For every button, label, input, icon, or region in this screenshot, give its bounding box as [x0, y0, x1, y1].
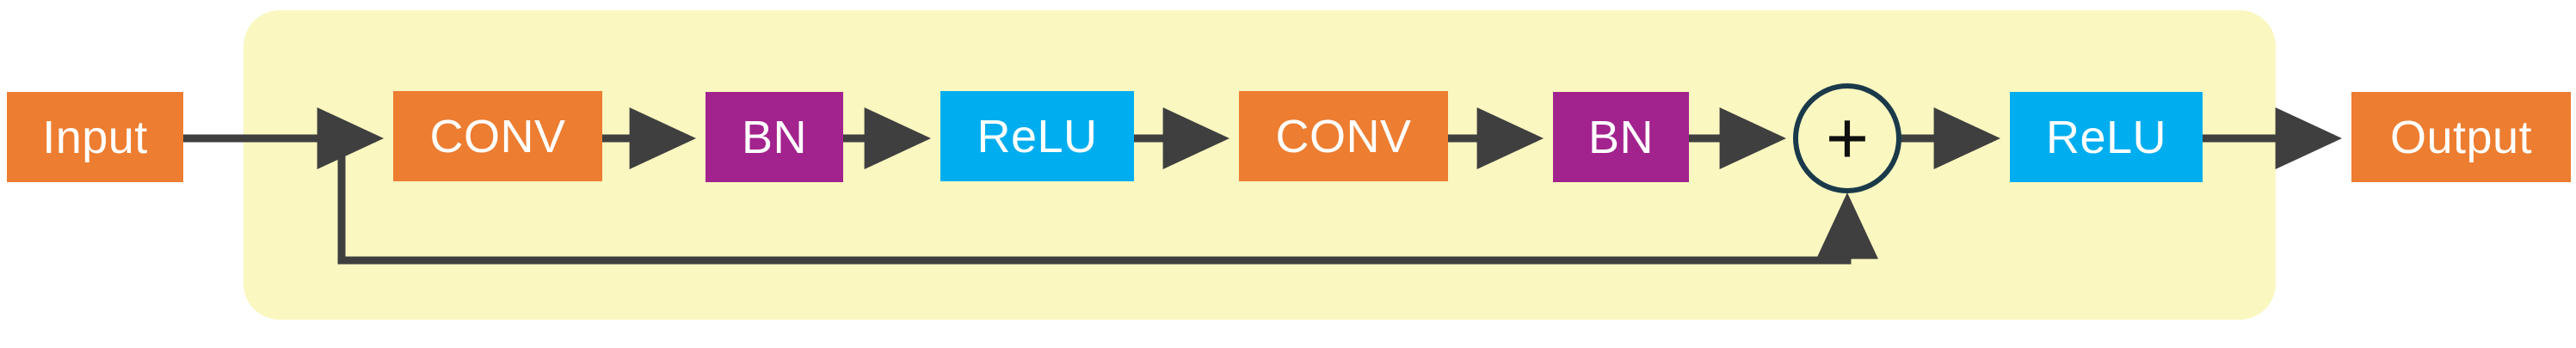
node-conv2[interactable]: CONV: [1239, 91, 1448, 181]
node-input-label: Input: [42, 111, 148, 163]
node-relu1-label: ReLU: [977, 110, 1098, 162]
node-bn2[interactable]: BN: [1553, 92, 1689, 182]
adder-plus-label: +: [1825, 97, 1870, 180]
node-conv1[interactable]: CONV: [393, 91, 602, 181]
node-output-label: Output: [2389, 111, 2533, 163]
node-relu2[interactable]: ReLU: [2010, 92, 2203, 182]
adder-plus-icon[interactable]: +: [1796, 86, 1899, 191]
node-input[interactable]: Input: [7, 92, 183, 182]
node-bn2-label: BN: [1587, 111, 1654, 163]
node-relu2-label: ReLU: [2045, 111, 2167, 163]
edge-skip-connection: [337, 138, 1878, 265]
node-bn1[interactable]: BN: [706, 92, 843, 182]
node-bn1-label: BN: [741, 111, 807, 163]
node-relu1[interactable]: ReLU: [940, 91, 1134, 181]
node-output[interactable]: Output: [2351, 92, 2571, 182]
adder-circle: [1793, 83, 1901, 193]
node-conv2-label: CONV: [1275, 110, 1412, 162]
node-conv1-label: CONV: [429, 110, 566, 162]
